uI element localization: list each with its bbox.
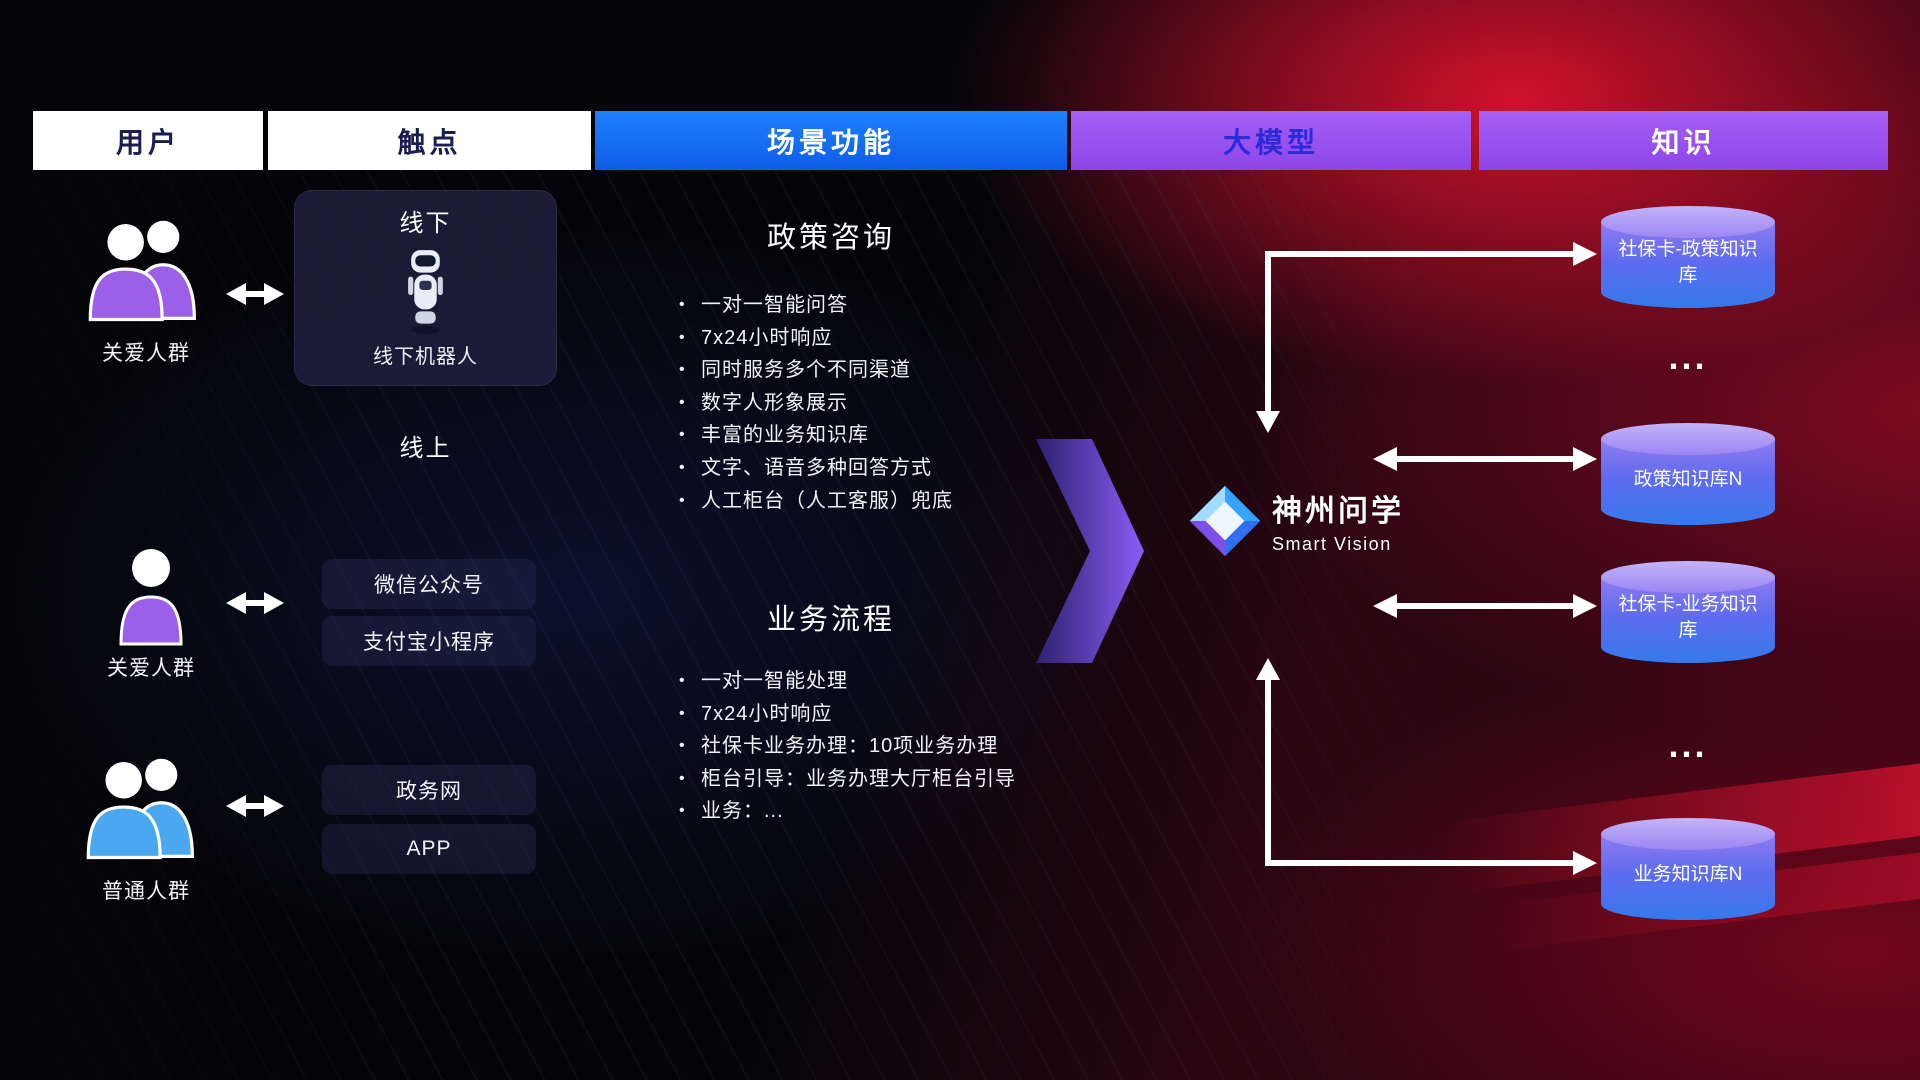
- user-group-label: 普通人群: [102, 880, 190, 903]
- scene-bullet: 7x24小时响应: [677, 698, 1077, 731]
- user-group-label: 关爱人群: [102, 342, 190, 365]
- scene-bullet: 文字、语音多种回答方式: [677, 452, 1077, 485]
- scene-bullet: 丰富的业务知识库: [677, 419, 1077, 452]
- people-group-icon: [86, 758, 194, 860]
- scene-bullet: 一对一智能处理: [677, 665, 1077, 698]
- header-touchpoints: 触点: [268, 111, 591, 170]
- knowledge-db-label: 业务知识库N: [1633, 864, 1743, 886]
- cylinder-top: [1601, 206, 1775, 238]
- scene-bullet: 人工柜台（人工客服）兜底: [677, 485, 1077, 518]
- scene-business-list: 一对一智能处理 7x24小时响应 社保卡业务办理：10项业务办理 柜台引导：业务…: [677, 665, 1077, 828]
- offline-robot-label: 线下机器人: [373, 346, 478, 368]
- header-scene-functions: 场景功能: [595, 111, 1067, 170]
- big-arrow-icon: [1036, 439, 1144, 663]
- offline-title: 线下: [399, 210, 452, 237]
- cylinder-top: [1601, 561, 1775, 593]
- knowledge-db-label: 社保卡-政策知识库: [1618, 239, 1758, 286]
- cylinder-top: [1601, 423, 1775, 455]
- header-large-model: 大模型: [1071, 111, 1471, 170]
- model-name: 神州问学: [1272, 495, 1404, 528]
- knowledge-db-business-n: 业务知识库N: [1601, 818, 1775, 920]
- people-group-icon: [88, 220, 196, 322]
- scene-bullet: 一对一智能问答: [677, 289, 1077, 322]
- knowledge-db-policy-n: 政策知识库N: [1601, 423, 1775, 525]
- scene-title-business: 业务流程: [766, 604, 895, 636]
- person-icon: [119, 549, 183, 646]
- offline-touchpoint-card: 线下 线下机器人: [294, 190, 557, 386]
- scene-bullet: 数字人形象展示: [677, 387, 1077, 420]
- robot-icon: [408, 250, 443, 334]
- scene-bullet: 柜台引导：业务办理大厅柜台引导: [677, 763, 1077, 796]
- touchpoint-alipay: 支付宝小程序: [322, 616, 536, 666]
- scene-title-policy: 政策咨询: [766, 222, 895, 254]
- ellipsis: ...: [1668, 336, 1708, 377]
- diamond-logo-icon: [1189, 485, 1261, 557]
- model-logo-text: 神州问学 Smart Vision: [1272, 486, 1404, 555]
- header-users: 用户: [33, 111, 263, 170]
- knowledge-db-label: 社保卡-业务知识库: [1618, 594, 1758, 641]
- scene-bullet: 7x24小时响应: [677, 322, 1077, 355]
- scene-bullet: 同时服务多个不同渠道: [677, 354, 1077, 387]
- knowledge-db-business-ss-card: 社保卡-业务知识库: [1601, 561, 1775, 663]
- online-title: 线上: [399, 435, 452, 462]
- scene-policy-list: 一对一智能问答 7x24小时响应 同时服务多个不同渠道 数字人形象展示 丰富的业…: [677, 289, 1077, 517]
- knowledge-db-label: 政策知识库N: [1633, 469, 1743, 491]
- header-knowledge: 知识: [1479, 111, 1888, 170]
- touchpoint-wechat: 微信公众号: [322, 559, 536, 609]
- user-group-label: 关爱人群: [107, 657, 195, 680]
- ellipsis: ...: [1668, 724, 1708, 765]
- scene-bullet: 社保卡业务办理：10项业务办理: [677, 730, 1077, 763]
- touchpoint-gov-web: 政务网: [322, 765, 536, 815]
- model-subtitle: Smart Vision: [1272, 534, 1392, 554]
- touchpoint-app: APP: [322, 824, 536, 874]
- knowledge-db-policy-ss-card: 社保卡-政策知识库: [1601, 206, 1775, 308]
- cylinder-top: [1601, 818, 1775, 850]
- scene-bullet: 业务：...: [677, 795, 1077, 828]
